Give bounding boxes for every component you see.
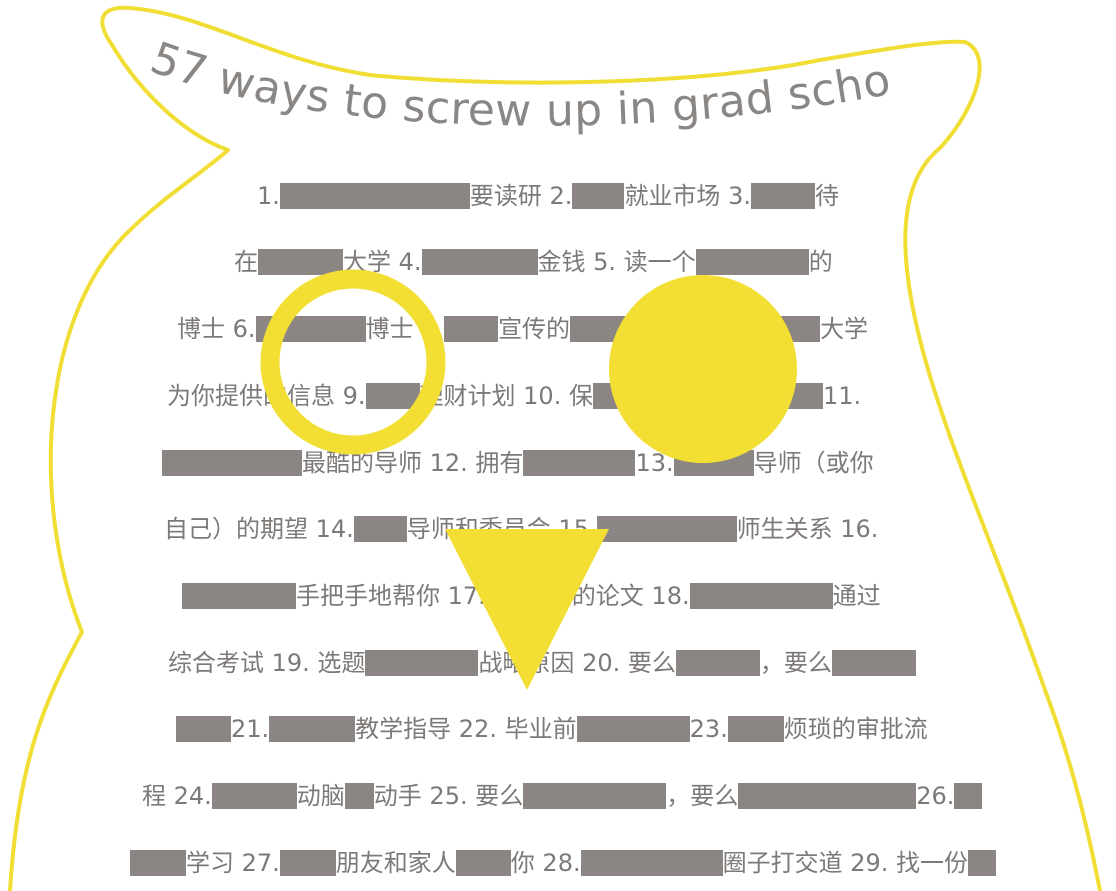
redaction-block <box>455 850 511 876</box>
text-line: 程 24. 动脑动手 25. 要么 ，要么 26. <box>142 781 983 810</box>
text-fragment: 宣传的 <box>498 315 571 343</box>
text-fragment: 26. <box>916 782 955 810</box>
redaction-block <box>258 249 343 275</box>
redaction-block <box>130 850 186 876</box>
redaction-block <box>444 316 499 342</box>
left-eye-ring <box>260 269 446 455</box>
text-fragment: 烦琐的审批流 <box>783 715 928 743</box>
redaction-block <box>279 850 336 876</box>
text-fragment: 教学指导 22. 毕业前 <box>355 715 577 743</box>
text-fragment: 动手 25. 要么 <box>373 782 524 810</box>
text-fragment: 程 24. <box>142 782 212 810</box>
text-fragment: 就业市场 3. <box>624 182 751 210</box>
text-fragment: 金钱 5. 读一个 <box>537 248 696 276</box>
redaction-block <box>750 183 815 209</box>
text-line: 1. 要读研 2. 就业市场 3. 待 <box>257 181 839 210</box>
text-fragment: 最酷的导师 12. 拥有 <box>302 449 524 477</box>
redaction-block <box>695 249 809 275</box>
text-line: 综合考试 19. 选题战略原因 20. 要么，要么 <box>168 648 916 677</box>
redaction-block <box>831 650 916 676</box>
text-fragment: 要读研 2. <box>469 182 573 210</box>
redaction-block <box>421 249 538 275</box>
redaction-block <box>576 716 690 742</box>
redaction-block <box>727 716 784 742</box>
text-fragment: 1. <box>257 182 280 210</box>
redaction-block <box>675 650 760 676</box>
redaction-block <box>211 783 297 809</box>
redaction-block <box>353 516 407 542</box>
text-fragment: 待 <box>814 182 839 210</box>
text-fragment: 圈子打交道 29. 找一份 <box>722 849 969 877</box>
text-fragment: 手把手地帮你 17. <box>296 582 486 610</box>
right-eye-circle <box>609 275 797 463</box>
redaction-block <box>269 716 356 742</box>
redaction-block <box>279 183 470 209</box>
redaction-block <box>689 583 833 609</box>
redaction-block <box>580 850 723 876</box>
text-line: 在大学 4. 金钱 5. 读一个的 <box>234 247 833 276</box>
beak-triangle <box>445 529 609 690</box>
text-fragment: 自己）的期望 14. <box>164 515 354 543</box>
text-fragment: 动脑 <box>296 782 345 810</box>
text-line: 学习 27. 朋友和家人 你 28. 圈子打交道 29. 找一份 <box>130 848 997 877</box>
text-fragment: 师生关系 16. <box>736 515 879 543</box>
redaction-block <box>596 516 737 542</box>
text-fragment: 21. <box>231 715 270 743</box>
redaction-block <box>968 850 997 876</box>
redaction-block <box>162 450 302 476</box>
redaction-block <box>182 583 296 609</box>
text-fragment: 大学 <box>820 315 869 343</box>
text-fragment: 朋友和家人 <box>335 849 456 877</box>
redaction-block <box>176 716 231 742</box>
text-fragment: ，要么 <box>666 782 739 810</box>
text-fragment: 11. <box>822 382 862 410</box>
text-fragment: 23. <box>689 715 728 743</box>
text-fragment: 导师（或你 <box>753 449 874 477</box>
redaction-block <box>365 650 479 676</box>
redaction-block <box>523 450 636 476</box>
text-fragment: 理财计划 10. 保 <box>419 382 593 410</box>
text-fragment: 博士 6. <box>177 315 256 343</box>
redaction-block <box>344 783 374 809</box>
text-fragment: 在 <box>234 248 258 276</box>
redaction-block <box>954 783 983 809</box>
text-fragment: 通过 <box>832 582 881 610</box>
text-fragment: 综合考试 19. 选题 <box>168 649 366 677</box>
text-fragment: 你 28. <box>510 849 581 877</box>
text-line: 21. 教学指导 22. 毕业前 23. 烦琐的审批流 <box>176 714 928 743</box>
owl-body-outline <box>8 5 1102 891</box>
redaction-block <box>738 783 917 809</box>
redaction-block <box>572 183 625 209</box>
text-fragment: ，要么 <box>759 649 832 677</box>
redaction-block <box>365 383 420 409</box>
text-fragment: 学习 27. <box>186 849 280 877</box>
redaction-block <box>523 783 667 809</box>
text-fragment: 的 <box>808 248 833 276</box>
